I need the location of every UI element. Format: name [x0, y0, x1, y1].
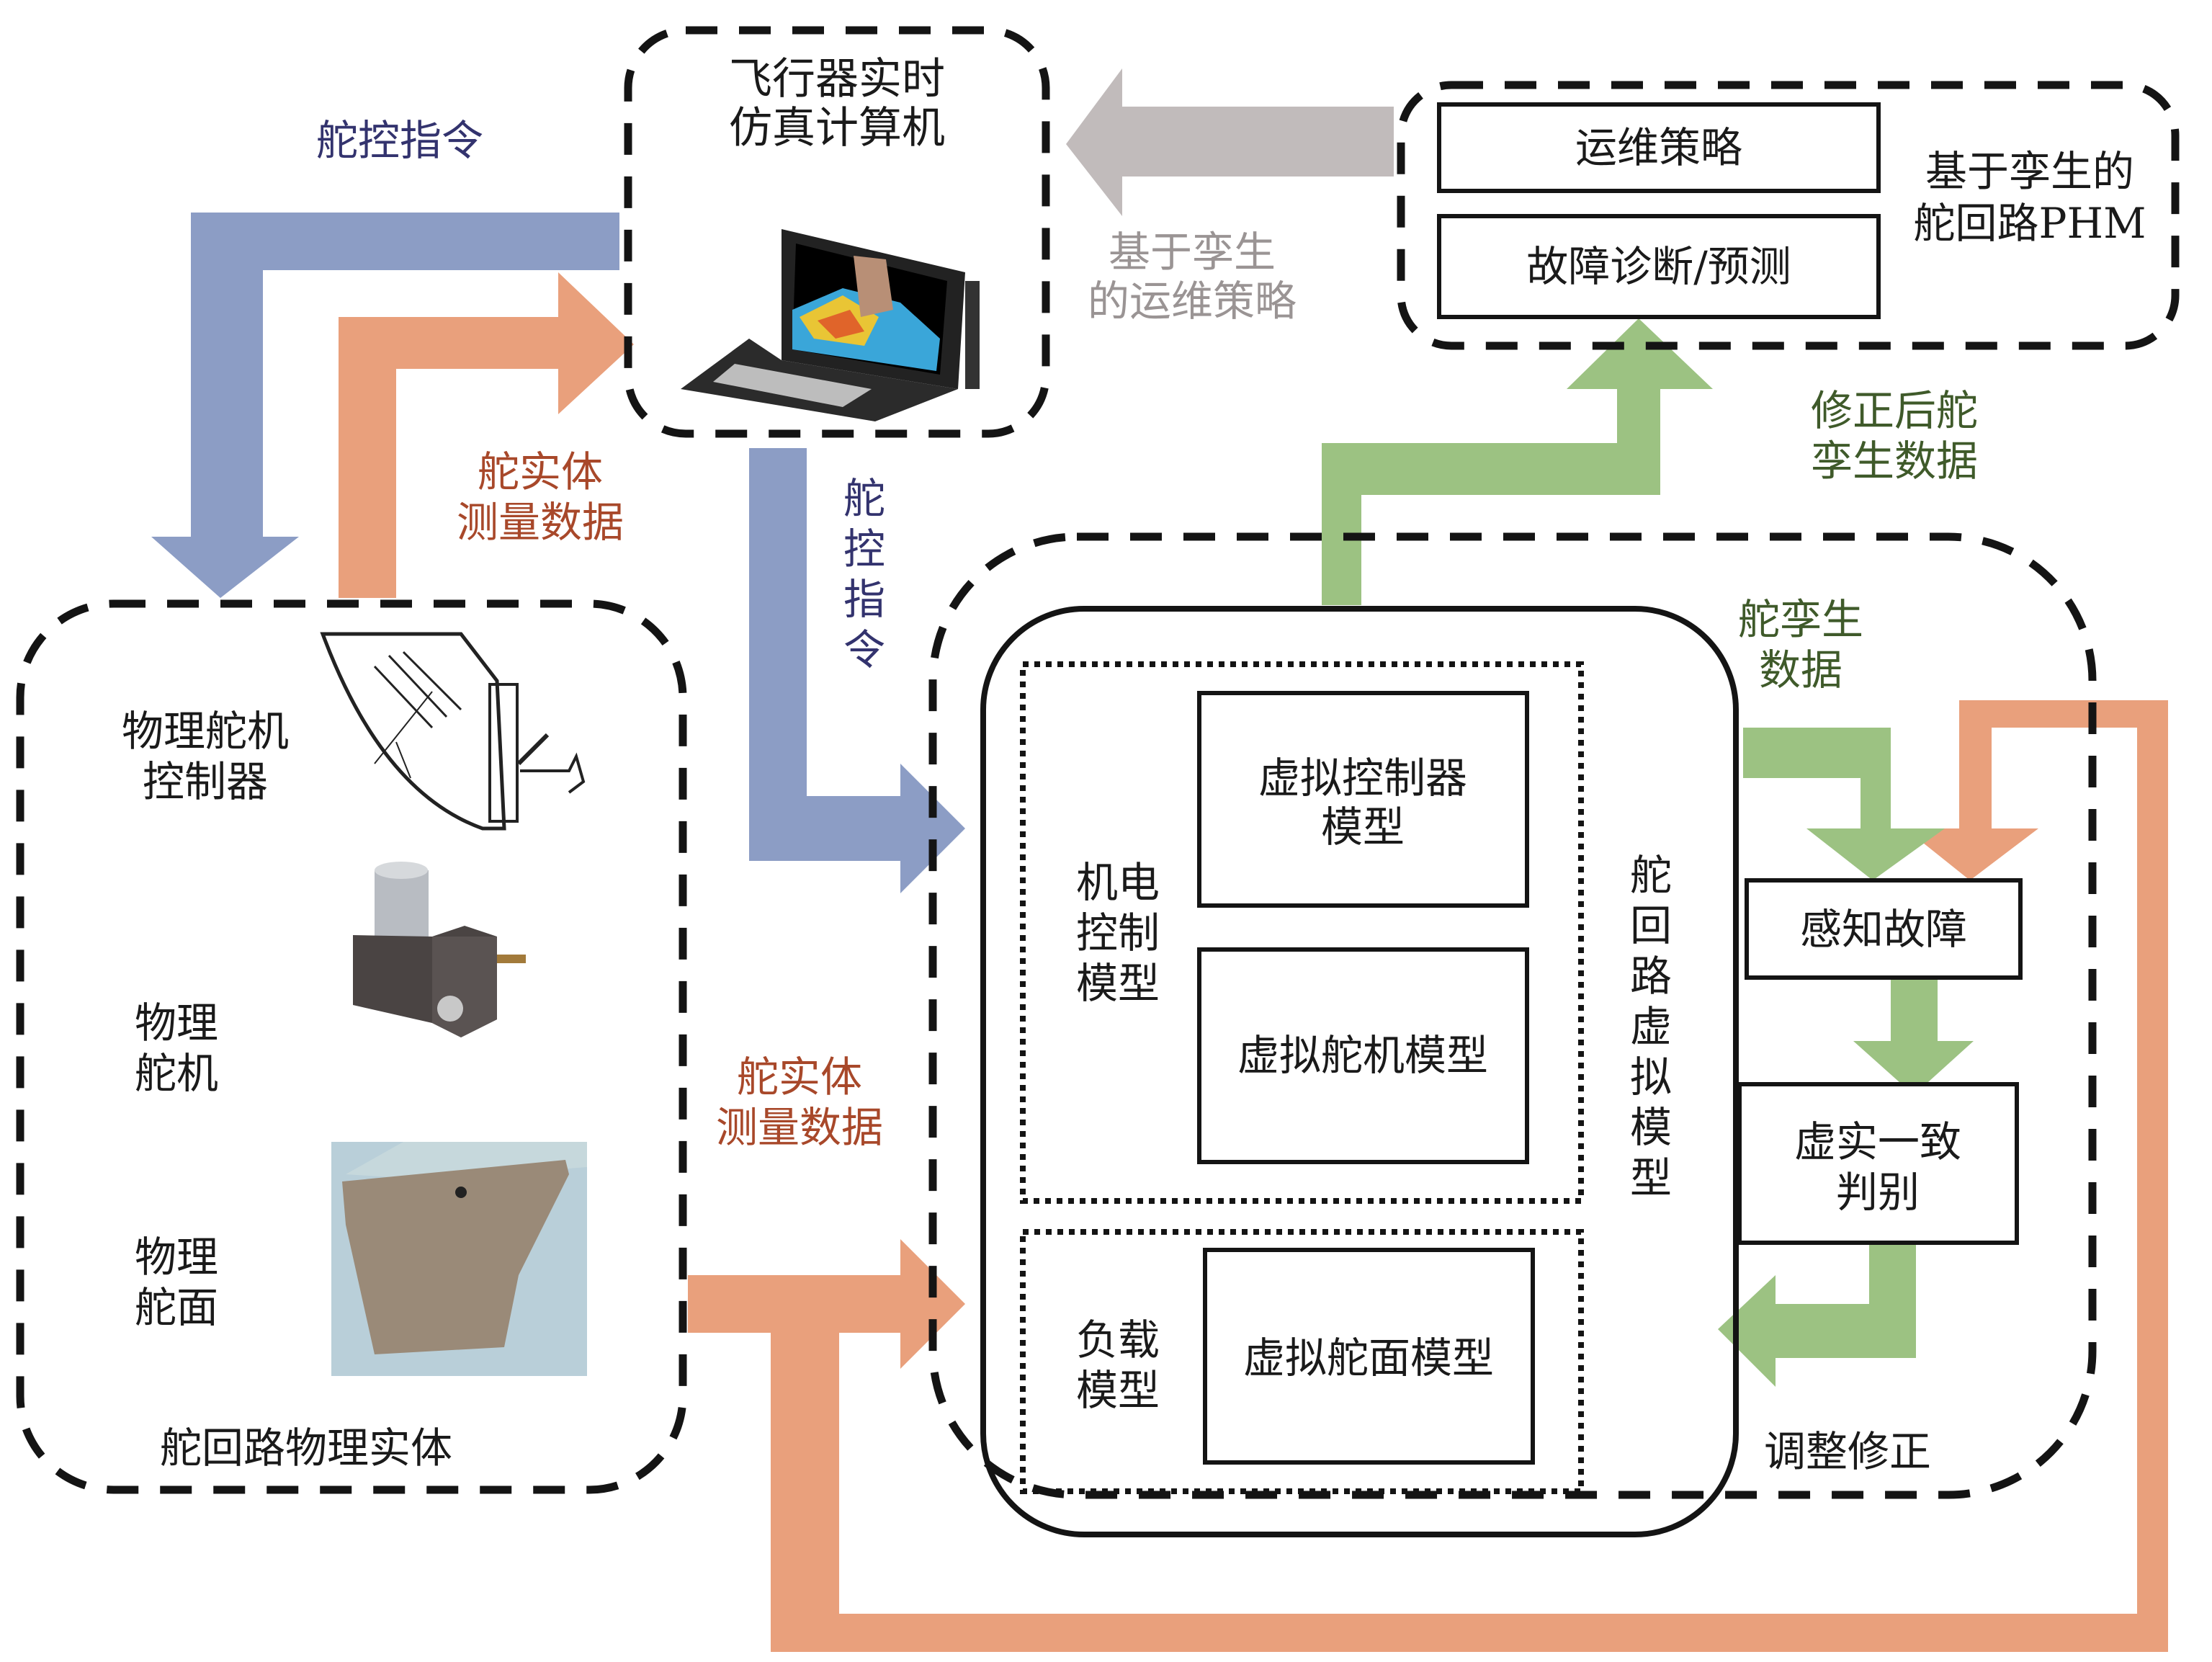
load-group-frame	[1020, 1229, 1584, 1494]
virtual-actuator-label: 虚拟舵机模型	[1237, 1031, 1488, 1080]
electromech-group-label-line2: 控制	[1076, 908, 1160, 957]
consistency-label-line1: 虚实一致	[1794, 1117, 1961, 1166]
measurement-label-mid-line2: 测量数据	[716, 1103, 883, 1152]
virtual-controller-label-line1: 虚拟控制器	[1258, 754, 1467, 803]
virtual-actuator-box	[1197, 947, 1529, 1164]
phm-title-line2: 舵回路PHM	[1914, 199, 2146, 248]
command-label-vertical-3: 指	[843, 575, 885, 624]
adjust-label: 调整修正	[1764, 1427, 1931, 1476]
command-label-vertical-4: 令	[843, 625, 885, 674]
virtual-model-frame	[980, 606, 1739, 1537]
simulator-title-line1: 飞行器实时	[729, 54, 945, 104]
physical-controller-label-line2: 控制器	[143, 757, 268, 806]
perceive-fault-label: 感知故障	[1800, 905, 1967, 954]
twin-data-label-line1: 舵孪生	[1738, 595, 1863, 644]
phm-title-line1: 基于孪生的	[1925, 147, 2134, 196]
virtual-twin-region	[928, 532, 2097, 1499]
corrected-twin-label-line2: 孪生数据	[1811, 437, 1978, 486]
electromech-group-label-line3: 模型	[1076, 959, 1160, 1008]
physical-rudder-label-line2: 舵面	[135, 1283, 218, 1332]
perceive-fault-box	[1745, 878, 2023, 980]
phm-strategy-box	[1437, 102, 1881, 193]
command-label-top: 舵控指令	[316, 116, 483, 165]
adjust-arrow	[1718, 1243, 1916, 1387]
physical-rudder-label-line1: 物理	[135, 1233, 218, 1282]
virtual-side-label-5: 拟	[1630, 1053, 1672, 1102]
phm-diagnosis-box	[1437, 214, 1881, 319]
virtual-side-label-7: 型	[1630, 1153, 1672, 1202]
phm-strategy-label: 运维策略	[1575, 123, 1742, 172]
consistency-box	[1737, 1082, 2019, 1245]
measurement-label-mid-line1: 舵实体	[737, 1053, 862, 1102]
strategy-arrow	[1066, 68, 1394, 216]
virtual-side-label-4: 虚	[1630, 1002, 1672, 1051]
phm-diagnosis-label: 故障诊断/预测	[1526, 242, 1791, 291]
actuator-render-image	[353, 862, 526, 1037]
controller-drawing-image	[320, 632, 586, 831]
virtual-side-label-3: 路	[1630, 952, 1672, 1001]
corrected-twin-arrow	[1322, 318, 1713, 605]
command-label-vertical-1: 舵	[843, 474, 885, 523]
physical-controller-label-line1: 物理舵机	[122, 707, 289, 756]
rudder-photo-image	[331, 1142, 587, 1376]
physical-region	[16, 599, 687, 1494]
virtual-side-label-2: 回	[1630, 901, 1672, 950]
physical-region-title: 舵回路物理实体	[160, 1424, 452, 1473]
load-group-label-line1: 负载	[1076, 1315, 1160, 1364]
command-arrow-to-virtual	[749, 448, 965, 893]
strategy-label-line2: 的运维策略	[1088, 277, 1297, 326]
twin-data-label-line2: 数据	[1759, 645, 1842, 694]
virtual-controller-box	[1197, 691, 1529, 908]
physical-actuator-label-line2: 舵机	[135, 1049, 218, 1098]
simulator-computer-image	[681, 229, 980, 421]
electromech-group-frame	[1020, 661, 1584, 1204]
virtual-side-label-6: 模	[1630, 1103, 1672, 1152]
twin-data-arrow	[1743, 728, 1945, 880]
virtual-rudder-box	[1203, 1248, 1535, 1465]
electromech-group-label-line1: 机电	[1076, 858, 1160, 907]
command-label-vertical-2: 控	[843, 524, 885, 573]
virtual-rudder-label: 虚拟舵面模型	[1243, 1333, 1494, 1382]
command-arrow-to-physical	[151, 213, 619, 598]
simulator-region	[624, 26, 1050, 438]
phm-region	[1397, 81, 2180, 350]
virtual-side-label-1: 舵	[1630, 851, 1672, 900]
physical-actuator-label-line1: 物理	[135, 998, 218, 1047]
simulator-title-line2: 仿真计算机	[729, 103, 945, 153]
consistency-label-line2: 判别	[1836, 1168, 1920, 1217]
corrected-twin-label-line1: 修正后舵	[1811, 386, 1978, 435]
load-group-label-line2: 模型	[1076, 1366, 1160, 1415]
measurement-label-top-line2: 测量数据	[457, 498, 624, 547]
measurement-label-top-line1: 舵实体	[478, 447, 603, 496]
measurement-arrow-to-virtual	[688, 1239, 965, 1369]
measurement-arrow-to-simulator	[339, 272, 634, 598]
strategy-label-line1: 基于孪生	[1109, 228, 1276, 277]
perceive-to-consistency-arrow	[1853, 976, 1974, 1095]
virtual-controller-label-line2: 模型	[1321, 803, 1405, 852]
